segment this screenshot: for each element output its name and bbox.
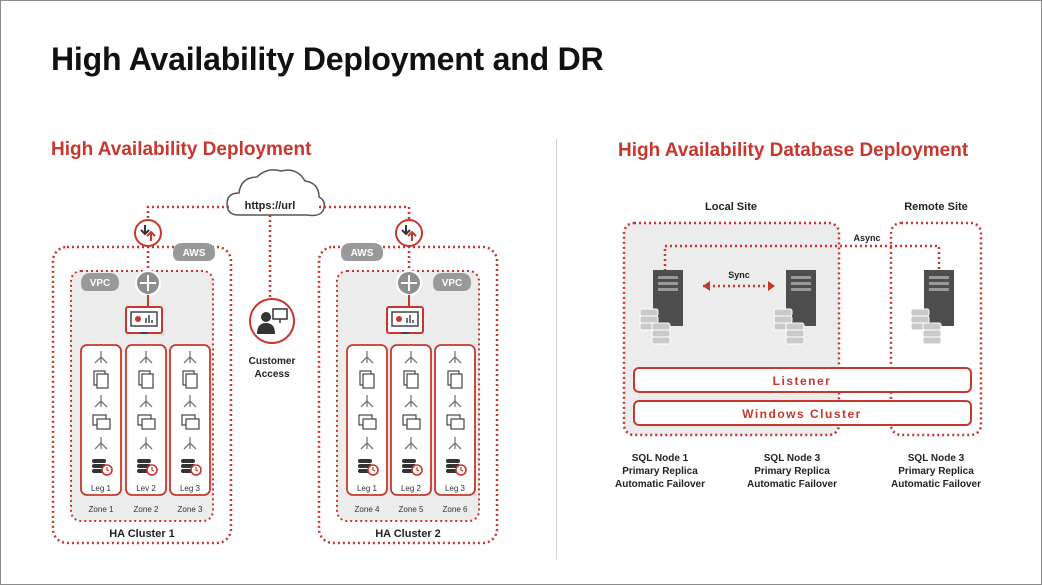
link-cloud-cluster2	[319, 205, 411, 233]
leg-label-2-2: Leg 2	[401, 484, 422, 493]
node1-failover: Automatic Failover	[615, 479, 705, 490]
node2-failover: Automatic Failover	[747, 479, 837, 490]
link-cloud-cluster1	[146, 205, 229, 233]
windows-cluster-bar	[633, 400, 972, 426]
node3-role: Primary Replica	[898, 466, 974, 477]
aws-badge-2	[341, 243, 383, 261]
vpc-badge-2	[433, 273, 471, 291]
async-link	[663, 244, 941, 271]
node2-role: Primary Replica	[754, 466, 830, 477]
leg-label-2-1: Leg 1	[357, 484, 378, 493]
zone-label-1-1: Zone 1	[89, 505, 114, 514]
db-stack-icon-1b	[651, 322, 671, 345]
forwarder-icon-2	[395, 219, 423, 247]
router-icon-2	[396, 270, 422, 296]
leg-columns-2	[346, 344, 476, 496]
router-icon-1	[135, 270, 161, 296]
aws-box-1	[51, 245, 233, 545]
sync-label: Sync	[728, 270, 750, 280]
async-label: Async	[853, 233, 880, 243]
vpc-label-1: VPC	[90, 278, 111, 289]
cluster-2-label: HA Cluster 2	[375, 528, 441, 540]
sync-arrow	[703, 281, 775, 291]
remote-site-box	[889, 221, 983, 437]
node3-name: SQL Node 3	[908, 453, 965, 464]
zone-label-1-3: Zone 3	[178, 505, 203, 514]
aws-badge-1	[173, 243, 215, 261]
monitor-icon-2	[386, 306, 424, 334]
right-heading: High Availability Database Deployment	[618, 140, 969, 161]
leg-columns-1	[80, 344, 211, 496]
zone-label-2-3: Zone 6	[443, 505, 468, 514]
remote-site-label: Remote Site	[904, 201, 968, 213]
vpc-badge-1	[81, 273, 119, 291]
node3-failover: Automatic Failover	[891, 479, 981, 490]
monitor-icon-1	[125, 306, 163, 334]
listener-bar	[633, 367, 972, 393]
cloud-url-label: https://url	[245, 200, 296, 212]
windows-cluster-label: Windows Cluster	[742, 407, 862, 421]
node1-role: Primary Replica	[622, 466, 698, 477]
customer-label-2: Access	[254, 369, 289, 380]
db-stack-icon-3b	[922, 322, 942, 345]
listener-label: Listener	[773, 374, 832, 388]
node2-name: SQL Node 3	[764, 453, 821, 464]
local-site-label: Local Site	[705, 201, 757, 213]
cluster-1-label: HA Cluster 1	[109, 528, 175, 540]
leg-label-1-2: Lev 2	[136, 484, 156, 493]
node1-name: SQL Node 1	[632, 453, 689, 464]
zone-label-2-2: Zone 5	[399, 505, 424, 514]
db-stack-icon-2b	[785, 322, 805, 345]
customer-access-icon	[249, 298, 295, 344]
forwarder-icon-1	[134, 219, 162, 247]
aws-label-2: AWS	[351, 248, 374, 259]
left-heading: High Availability Deployment	[51, 139, 312, 160]
aws-label-1: AWS	[183, 248, 206, 259]
leg-label-1-3: Leg 3	[180, 484, 201, 493]
leg-label-1-1: Leg 1	[91, 484, 112, 493]
page-title: High Availability Deployment and DR	[51, 41, 604, 77]
vpc-label-2: VPC	[442, 278, 463, 289]
divider	[556, 139, 557, 559]
customer-label-1: Customer	[249, 356, 296, 367]
zone-label-1-2: Zone 2	[134, 505, 159, 514]
zone-label-2-1: Zone 4	[355, 505, 380, 514]
leg-label-2-3: Leg 3	[445, 484, 466, 493]
